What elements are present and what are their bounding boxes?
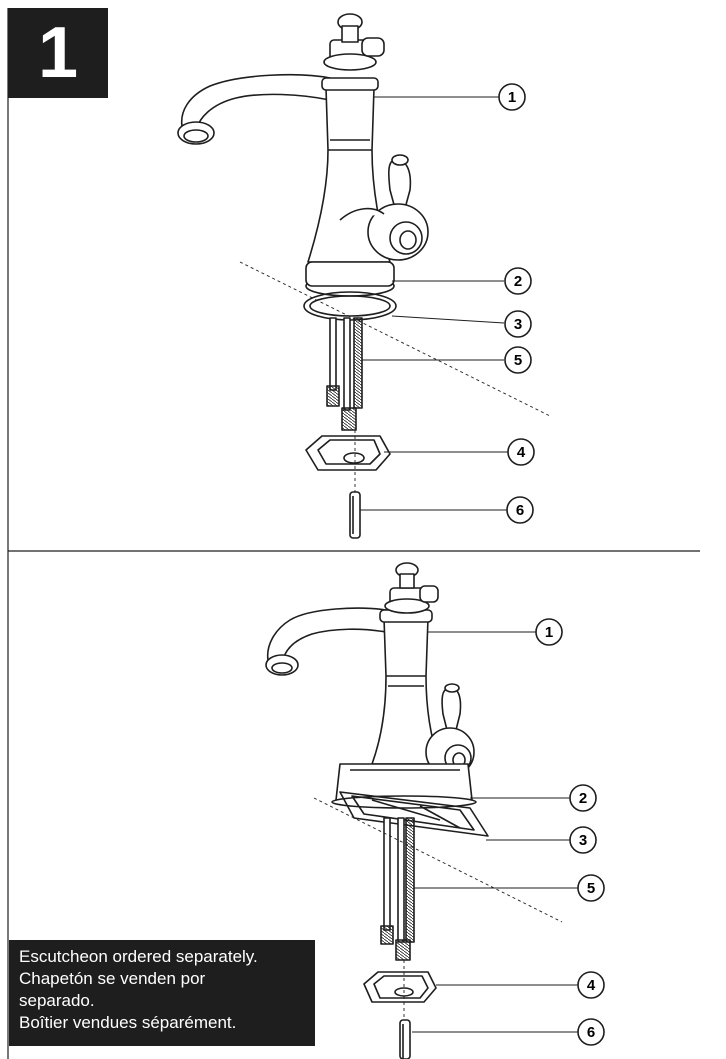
svg-text:2: 2 <box>514 273 522 290</box>
panel-2-centerline <box>313 797 563 1020</box>
callout-1: 1 <box>498 83 526 111</box>
panel-1-leaders <box>360 96 508 511</box>
callout-4: 4 <box>507 438 535 466</box>
svg-text:6: 6 <box>587 1024 595 1041</box>
svg-text:1: 1 <box>508 89 516 106</box>
note-line-spanish-1: Chapetón se venden por <box>19 969 206 988</box>
callout-1: 1 <box>535 618 563 646</box>
panel-1-callouts: 1 2 3 5 4 6 <box>498 83 535 524</box>
note-line-french: Boîtier vendues séparément. <box>19 1013 237 1032</box>
note-line-english: Escutcheon ordered separately. <box>19 947 258 966</box>
callout-6: 6 <box>506 496 534 524</box>
step-number-badge: 1 <box>8 8 108 98</box>
svg-text:2: 2 <box>579 790 587 807</box>
callout-4: 4 <box>577 971 605 999</box>
panel-frame <box>7 8 700 1059</box>
panel-2-leaders <box>412 631 578 1033</box>
callout-5: 5 <box>577 874 605 902</box>
callout-2: 2 <box>569 784 597 812</box>
svg-text:1: 1 <box>545 624 553 641</box>
panel-2-callouts: 1 2 3 5 4 6 <box>535 618 605 1046</box>
callout-3: 3 <box>569 826 597 854</box>
escutcheon-note: Escutcheon ordered separately. Chapetón … <box>9 940 315 1046</box>
svg-text:5: 5 <box>587 880 595 897</box>
svg-text:5: 5 <box>514 352 522 369</box>
callout-2: 2 <box>504 267 532 295</box>
panel-1-centerline <box>239 261 551 492</box>
svg-text:4: 4 <box>587 977 596 994</box>
callout-5: 5 <box>504 346 532 374</box>
panel-2-faucet <box>265 562 489 1059</box>
panel-1-faucet <box>177 13 429 539</box>
svg-text:3: 3 <box>514 316 522 333</box>
note-line-spanish-2: separado. <box>19 991 95 1010</box>
svg-text:3: 3 <box>579 832 587 849</box>
callout-6: 6 <box>577 1018 605 1046</box>
svg-text:6: 6 <box>516 502 524 519</box>
callout-3: 3 <box>504 310 532 338</box>
svg-text:4: 4 <box>517 444 526 461</box>
